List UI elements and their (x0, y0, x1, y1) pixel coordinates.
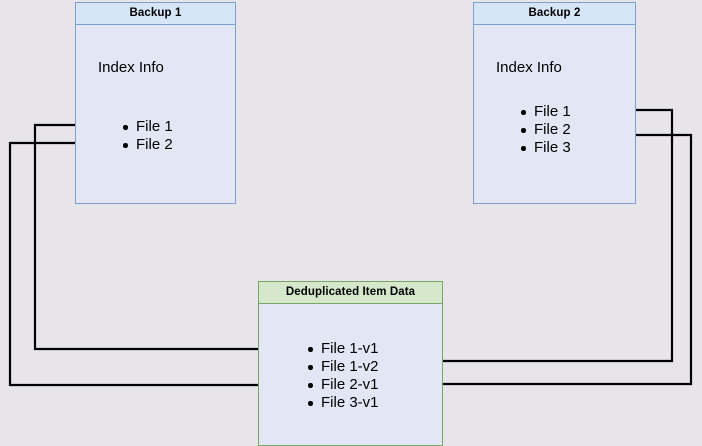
node-dedup-file-list: File 1-v1 File 1-v2 File 2-v1 File 3-v1 (306, 340, 379, 412)
node-backup2-body: Index Info File 1 File 2 File 3 (474, 25, 635, 203)
list-item[interactable]: File 1 (121, 118, 173, 136)
node-backup2-title: Backup 2 (474, 3, 635, 25)
node-backup1[interactable]: Backup 1 Index Info File 1 File 2 (75, 2, 236, 204)
node-deduplicated-item-data[interactable]: Deduplicated Item Data File 1-v1 File 1-… (258, 281, 443, 446)
node-backup1-file-list: File 1 File 2 (121, 118, 173, 154)
node-backup2-index-label: Index Info (496, 59, 562, 76)
list-item[interactable]: File 1 (519, 103, 571, 121)
node-backup2[interactable]: Backup 2 Index Info File 1 File 2 File 3 (473, 2, 636, 204)
node-dedup-body: File 1-v1 File 1-v2 File 2-v1 File 3-v1 (259, 304, 442, 445)
list-item[interactable]: File 2 (519, 121, 571, 139)
list-item[interactable]: File 1-v2 (306, 358, 379, 376)
list-item[interactable]: File 3 (519, 139, 571, 157)
node-backup1-index-label: Index Info (98, 59, 164, 76)
list-item[interactable]: File 3-v1 (306, 394, 379, 412)
node-dedup-title: Deduplicated Item Data (259, 282, 442, 304)
list-item[interactable]: File 2 (121, 136, 173, 154)
node-backup1-body: Index Info File 1 File 2 (76, 25, 235, 203)
list-item[interactable]: File 1-v1 (306, 340, 379, 358)
node-backup2-file-list: File 1 File 2 File 3 (519, 103, 571, 157)
node-backup1-title: Backup 1 (76, 3, 235, 25)
list-item[interactable]: File 2-v1 (306, 376, 379, 394)
